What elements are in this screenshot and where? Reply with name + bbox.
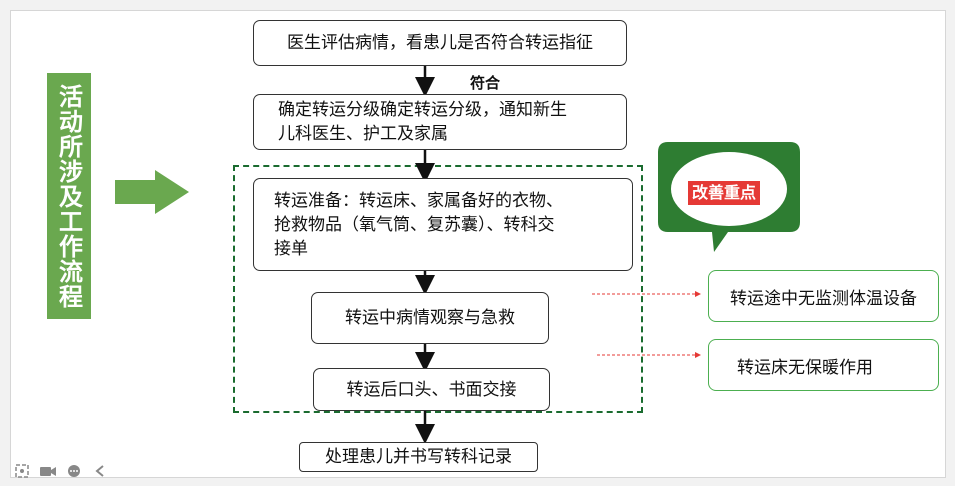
step-assess-text: 医生评估病情，看患儿是否符合转运指征 (287, 33, 593, 53)
step-handover-text: 转运后口头、书面交接 (346, 379, 517, 400)
green-right-arrow-icon (115, 170, 189, 214)
step-observe-text: 转运中病情观察与急救 (345, 308, 515, 328)
step-observe: 转运中病情观察与急救 (311, 292, 549, 344)
step-prepare: 转运准备：转运床、家属备好的衣物、 抢救物品（氧气筒、复苏囊）、转科交 接单 (253, 178, 633, 271)
edge-label-meets: 符合 (470, 74, 501, 92)
more-icon[interactable] (66, 463, 82, 479)
collapse-icon[interactable] (92, 463, 108, 479)
issue-no-warming-bed: 转运床无保暖作用 (708, 339, 939, 391)
camera-icon[interactable] (40, 463, 56, 479)
step-prepare-line3: 接单 (274, 238, 308, 259)
step-classify-line2: 儿科医生、护工及家属 (278, 124, 448, 144)
improvement-scope-frame (233, 165, 643, 413)
step-prepare-line1: 转运准备：转运床、家属备好的衣物、 (274, 190, 563, 211)
step-prepare-line2: 抢救物品（氧气筒、复苏囊）、转科交 (274, 214, 555, 235)
issue-2-text: 转运床无保暖作用 (737, 357, 873, 378)
step-record: 处理患儿并书写转科记录 (299, 442, 538, 472)
step-classify-line1: 确定转运分级确定转运分级，通知新生 (278, 100, 567, 120)
issue-1-text: 转运途中无监测体温设备 (730, 288, 917, 309)
callout-label: 改善重点 (688, 181, 761, 205)
step-handover: 转运后口头、书面交接 (313, 368, 550, 411)
viewer-toolbar (0, 455, 140, 486)
step-assess: 医生评估病情，看患儿是否符合转运指征 (253, 20, 627, 66)
issue-no-temperature-monitor: 转运途中无监测体温设备 (708, 270, 939, 322)
step-classify: 确定转运分级确定转运分级，通知新生 儿科医生、护工及家属 (253, 94, 627, 150)
step-record-text: 处理患儿并书写转科记录 (325, 447, 512, 467)
side-title: 活动所涉及工作流程 (47, 73, 91, 319)
screenshot-icon[interactable] (14, 463, 30, 479)
